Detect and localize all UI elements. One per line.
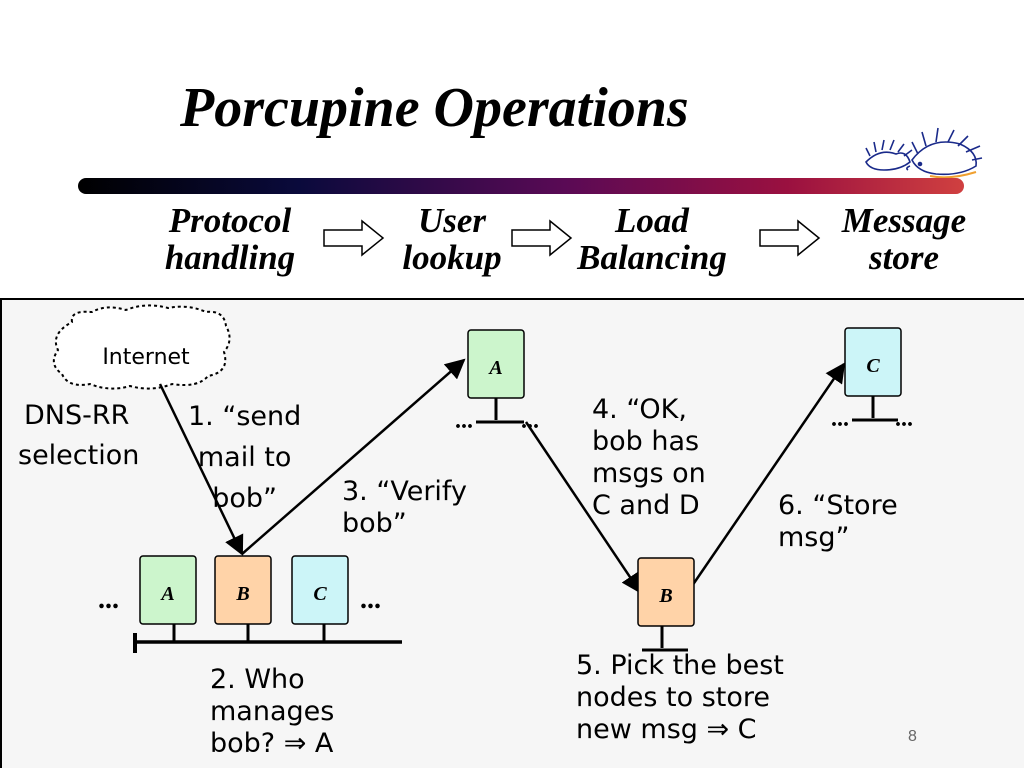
internet-cloud-icon: [52, 304, 231, 390]
step-line: bob”: [212, 483, 278, 514]
step-2-who-manages: 2. Who manages bob? ⇒ A: [210, 664, 334, 760]
step-line: 5. Pick the best: [576, 650, 784, 681]
step-line: new msg ⇒ C: [576, 714, 757, 745]
pipeline-arrow-icon: [759, 219, 821, 257]
node-label: B: [658, 585, 672, 607]
cluster-node-a: A: [139, 555, 197, 642]
store-msg-arrow: [690, 362, 846, 587]
pipeline-step-line: User: [417, 201, 487, 240]
step-line: 3. “Verify: [342, 476, 467, 507]
ellipsis-label: ...: [521, 408, 539, 434]
step-line: 4. “OK,: [592, 394, 687, 425]
step-6-store-msg: 6. “Store msg”: [778, 490, 898, 554]
ok-reply-arrow: [524, 421, 642, 594]
pipeline-step-load-balancing: Load Balancing: [560, 202, 744, 276]
step-3-verify-bob: 3. “Verify bob”: [342, 476, 467, 540]
pipeline-step-line: Protocol: [168, 201, 292, 240]
mid-node-b: B: [637, 557, 695, 652]
step-line: bob has: [592, 426, 700, 457]
send-mail-arrow: [158, 383, 244, 556]
pipeline-step-protocol-handling: Protocol handling: [140, 202, 320, 276]
step-1-send-mail: 1. “send mail to bob”: [188, 396, 301, 519]
pipeline-step-line: Message: [841, 201, 967, 240]
top-node-c: C: [844, 327, 902, 422]
cluster-node-c: C: [291, 555, 349, 642]
pipeline-step-message-store: Message store: [826, 202, 982, 276]
step-line: 2. Who: [210, 664, 305, 695]
dns-line-2: selection: [18, 440, 140, 471]
pipeline-step-line: store: [869, 238, 939, 277]
step-line: 6. “Store: [778, 490, 898, 521]
title-underline-bar: [78, 178, 964, 194]
cluster-network-line: [133, 633, 402, 653]
step-line: nodes to store: [576, 682, 771, 713]
step-line: msg”: [778, 522, 850, 553]
pipeline-step-line: handling: [164, 238, 296, 277]
ellipsis-label: ...: [360, 584, 381, 615]
operations-diagram: Internet A ... ... C ... ... A B: [52, 304, 913, 653]
node-label: C: [313, 583, 327, 605]
node-label: A: [487, 357, 502, 379]
node-label: A: [159, 583, 174, 605]
operations-diagram-panel: Internet A ... ... C ... ... A B: [0, 298, 1024, 768]
ellipsis-label: ...: [895, 406, 913, 432]
page-number: 8: [908, 728, 917, 745]
ellipsis-label: ...: [831, 406, 849, 432]
ellipsis-label: ...: [98, 584, 119, 615]
pipeline-arrow-icon: [511, 219, 573, 257]
pipeline-step-line: Balancing: [577, 238, 727, 277]
step-line: bob? ⇒ A: [210, 728, 334, 759]
step-line: mail to: [197, 442, 292, 473]
step-line: manages: [210, 696, 335, 727]
pipeline-step-line: Load: [615, 201, 689, 240]
internet-label: Internet: [102, 345, 190, 370]
verify-bob-arrow: [241, 358, 466, 555]
step-4-ok-reply: 4. “OK, bob has msgs on C and D: [592, 394, 706, 522]
node-label: B: [235, 583, 249, 605]
step-line: bob”: [342, 508, 407, 539]
step-line: msgs on: [592, 458, 706, 489]
pipeline-step-user-lookup: User lookup: [382, 202, 522, 276]
dns-line-1: DNS-RR: [24, 400, 130, 431]
pipeline-step-line: lookup: [402, 238, 502, 277]
node-label: C: [866, 355, 880, 377]
dns-rr-selection-label: DNS-RR selection: [18, 396, 139, 476]
pipeline-arrow-icon: [323, 219, 385, 257]
step-5-pick-best-nodes: 5. Pick the best nodes to store new msg …: [576, 650, 784, 746]
ellipsis-label: ...: [455, 408, 473, 434]
porcupine-logo-icon: [865, 127, 983, 179]
step-line: C and D: [592, 490, 700, 521]
step-line: 1. “send: [188, 401, 302, 432]
cluster-node-b: B: [214, 555, 272, 642]
slide-title: Porcupine Operations: [180, 77, 689, 139]
top-node-a: A: [467, 329, 525, 424]
